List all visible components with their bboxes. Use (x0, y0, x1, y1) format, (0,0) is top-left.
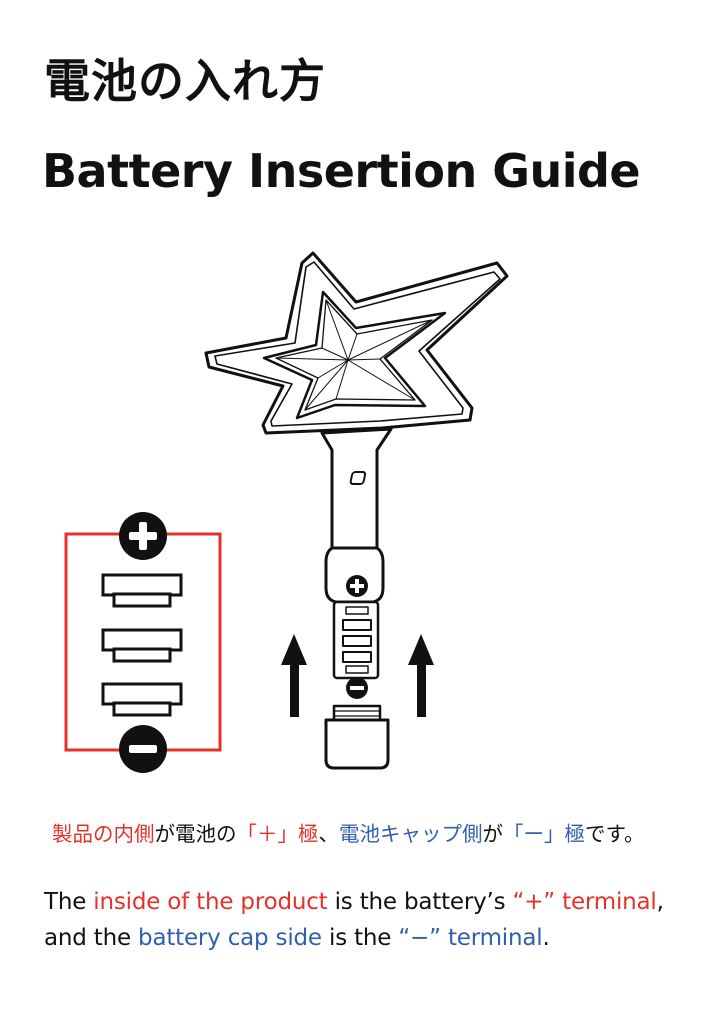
arrow-up-icon (281, 634, 307, 717)
handle-neck (320, 427, 393, 550)
highlight-plus-terminal: “+” terminal (512, 889, 657, 915)
plus-terminal-icon (119, 512, 167, 560)
highlight-minus-terminal: “−” terminal (398, 925, 543, 951)
battery-circuit (64, 512, 222, 773)
plus-terminal-icon (346, 575, 368, 597)
battery-holder (332, 600, 380, 680)
battery-cell (101, 628, 183, 663)
light-stick (204, 251, 509, 604)
highlight-cap-side: 電池キャップ側 (339, 822, 483, 846)
star-head (204, 251, 509, 435)
highlight-cap-side: battery cap side (138, 925, 322, 951)
battery-cell (101, 573, 183, 608)
brand-logo-icon (349, 471, 367, 485)
highlight-inside: 製品の内側 (52, 822, 155, 846)
page-title-japanese: 電池の入れ方 (44, 54, 326, 108)
highlight-inside: inside of the product (93, 889, 328, 915)
highlight-minus-pole: 「ー」極 (503, 822, 585, 846)
highlight-plus-pole: 「＋」極 (236, 822, 319, 846)
battery-cell (101, 682, 183, 717)
instruction-japanese: 製品の内側が電池の「＋」極、電池キャップ側が「ー」極です。 (52, 822, 645, 846)
minus-terminal-icon (119, 725, 167, 773)
battery-cap (324, 704, 390, 770)
minus-terminal-icon (346, 677, 368, 699)
page-title-english: Battery Insertion Guide (42, 144, 641, 198)
star-facets (275, 299, 433, 411)
arrow-up-icon (408, 634, 434, 717)
instruction-english: The inside of the product is the battery… (44, 889, 664, 951)
